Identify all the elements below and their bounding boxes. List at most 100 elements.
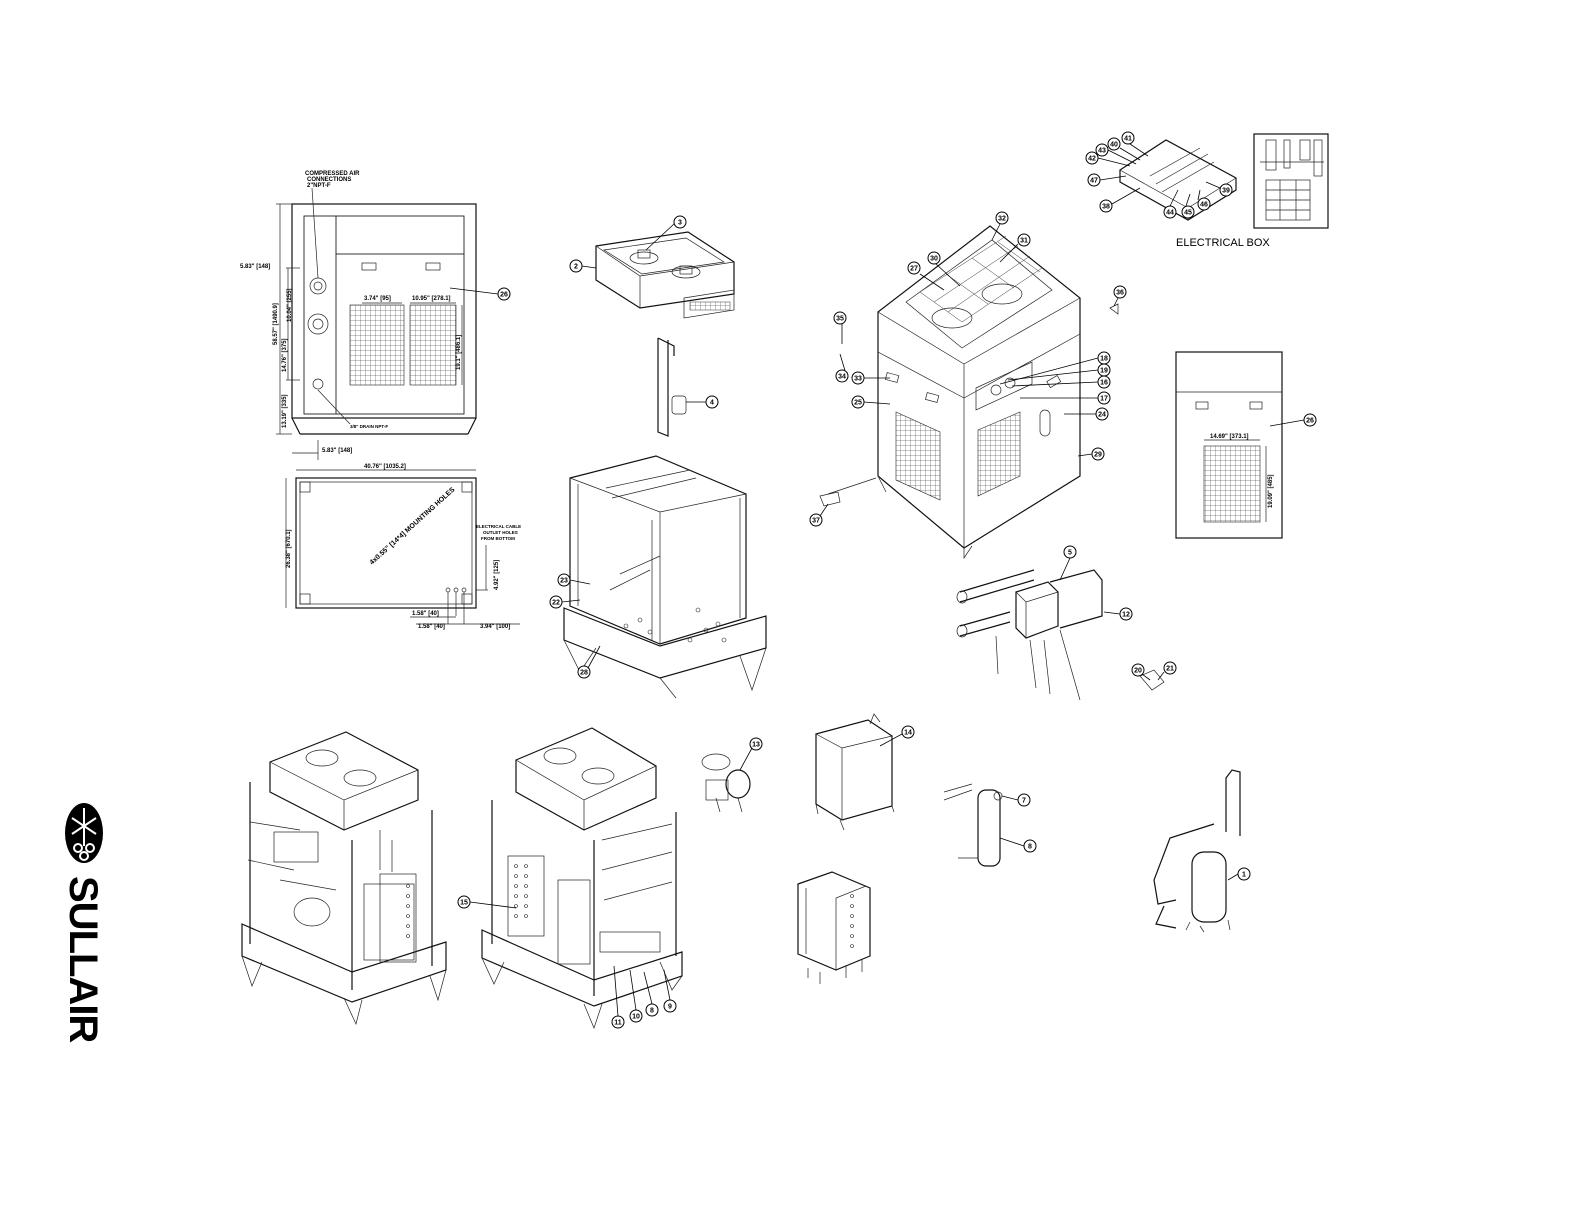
callout-13: 13 [739,737,763,771]
svg-text:38: 38 [1102,204,1110,211]
heat-exchanger-assembly [956,569,1165,701]
electrical-box-title: ELECTRICAL BOX [1176,237,1270,249]
cable-label-1: ELECTRICAL CABLE [476,524,521,529]
svg-text:21: 21 [1166,666,1174,673]
evaporator-cylinder [943,783,1003,867]
dim-d4: 14.76" [375] [282,338,288,372]
compressor-assembly [1153,769,1241,933]
side-panel-view [1175,351,1283,539]
callout-8: 8 [999,837,1037,853]
callout-8b: 8 [643,971,659,1017]
callout-33: 33 [851,371,890,385]
mounting-holes-label: 4x0.55" [14*4] MOUNTING HOLES [369,486,457,566]
svg-text:13: 13 [752,742,760,749]
svg-text:43: 43 [1098,148,1106,155]
dim-d12: 4.92" [125] [494,560,500,590]
frame-assembly [563,455,767,699]
svg-text:8: 8 [1028,844,1032,851]
dim-d14: 1.58" [40] [418,624,445,630]
callout-38: 38 [1099,187,1141,213]
dim-d2: 58.57" [1490.9] [273,303,279,345]
callout-28: 28 [577,645,601,679]
svg-text:45: 45 [1184,210,1192,217]
dim-d6: 5.83" [148] [322,448,352,454]
callout-1: 1 [1227,867,1251,881]
svg-text:42: 42 [1088,156,1096,163]
svg-text:9: 9 [668,1004,672,1011]
callout-7: 7 [1001,793,1031,807]
svg-text:41: 41 [1124,136,1132,143]
callout-15: 15 [457,895,517,909]
callout-12: 12 [1103,607,1133,621]
callout-35: 35 [833,311,847,344]
dim-d15: 3.94" [100] [480,624,510,630]
svg-text:2: 2 [574,264,578,271]
callout-group: 1 2 3 4 5 7 8 9 8 10 11 12 13 14 15 16 1… [449,131,1317,1029]
svg-text:44: 44 [1166,210,1174,217]
callout-14: 14 [879,725,915,747]
callout-37: 37 [809,503,829,527]
callout-5: 5 [1059,545,1077,581]
callout-40: 40 [1107,137,1141,161]
dim-d11: 26.38" [670.1] [286,529,292,568]
callout-23: 23 [557,573,591,587]
internal-assembly-left [241,731,447,1026]
svg-text:3: 3 [678,220,682,227]
filter-drier-pipe [657,337,687,437]
dryer-isometric-view [819,225,1119,560]
front-elevation-view [276,187,477,460]
callout-19: 19 [1007,363,1111,381]
callout-34: 34 [835,353,849,383]
plan-view [285,469,520,625]
drain-label: 3/8" DRAIN NPT-F [350,424,388,429]
svg-text:15: 15 [460,900,468,907]
callout-22: 22 [549,595,581,609]
svg-text:26: 26 [1306,418,1314,425]
svg-text:8: 8 [650,1008,654,1015]
svg-text:40: 40 [1110,142,1118,149]
callout-21: 21 [1157,661,1177,681]
svg-text:7: 7 [1022,798,1026,805]
svg-text:35: 35 [836,316,844,323]
callout-46: 46 [1197,189,1211,211]
callout-31: 31 [999,233,1031,263]
svg-text:31: 31 [1020,238,1028,245]
svg-text:36: 36 [1116,290,1124,297]
dim-d9: 19.1" [486.1] [456,335,462,370]
callout-17: 17 [1020,391,1111,405]
callout-47: 47 [1087,173,1127,187]
callout-10: 10 [629,969,643,1023]
cable-label-2: OUTLET HOLES [483,530,518,535]
callout-25: 25 [851,395,891,409]
callout-45: 45 [1181,193,1195,219]
compressed-air-label-2: CONNECTIONS [307,177,351,183]
svg-text:25: 25 [854,400,862,407]
svg-text:28: 28 [580,670,588,677]
callout-32: 32 [991,211,1009,241]
callout-24: 24 [1064,407,1109,421]
callout-2: 2 [569,259,597,273]
svg-text:30: 30 [930,256,938,263]
callout-27: 27 [907,261,945,291]
svg-text:19: 19 [1100,368,1108,375]
svg-text:12: 12 [1122,612,1130,619]
svg-text:32: 32 [998,216,1006,223]
compressed-air-label-1: COMPRESSED AIR [305,171,360,177]
callout-42: 42 [1085,151,1131,167]
callout-16: 16 [1011,375,1111,389]
callout-30: 30 [927,251,961,287]
callout-3: 3 [645,215,687,251]
condenser-tray-assembly [595,231,735,319]
open-enclosure [797,871,871,984]
svg-text:4: 4 [710,400,714,407]
dim-d10: 40.76" [1035.2] [364,464,406,470]
svg-text:33: 33 [854,376,862,383]
callout-4: 4 [686,395,719,409]
callout-36: 36 [1113,285,1127,307]
svg-text:39: 39 [1222,188,1230,195]
compressed-air-label-3: 2"NPT-F [307,183,331,189]
callout-39: 39 [1205,181,1233,197]
svg-text:22: 22 [552,600,560,607]
dim-d16: 14.69" [373.1] [1210,434,1249,440]
